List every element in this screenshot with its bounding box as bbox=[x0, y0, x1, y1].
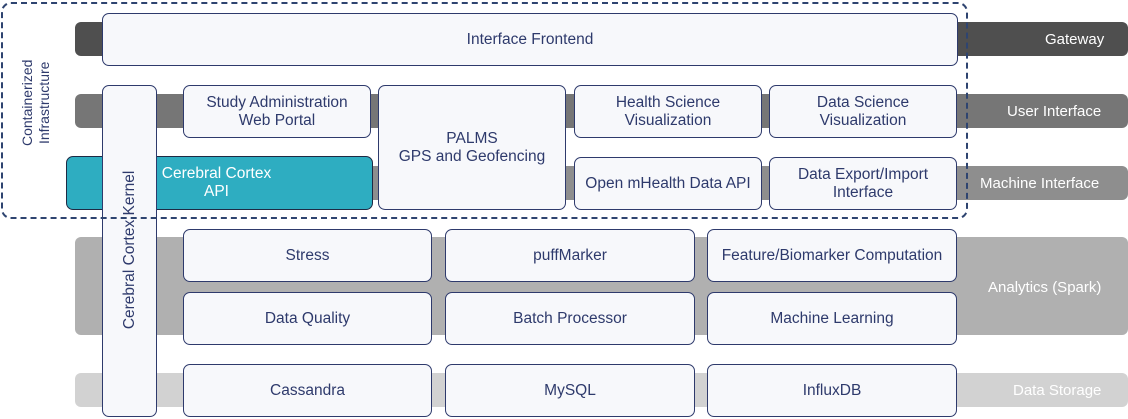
open-mhealth-data-api-text: Open mHealth Data API bbox=[585, 174, 751, 192]
health-science-visualization-box: Health Science Visualization bbox=[574, 85, 762, 138]
data-quality-box: Data Quality bbox=[183, 292, 432, 345]
study-administration-web-portal-box: Study Administration Web Portal bbox=[183, 85, 371, 138]
machine-learning-text: Machine Learning bbox=[770, 309, 894, 327]
containerized-infrastructure-label: Containerized Infrastructure bbox=[19, 43, 53, 163]
interface-frontend-text: Interface Frontend bbox=[466, 30, 594, 48]
cerebral-cortex-kernel-box: Cerebral Cortex Kernel bbox=[102, 85, 157, 417]
batch-processor-box: Batch Processor bbox=[445, 292, 695, 345]
cerebral-cortex-api-text: Cerebral Cortex API bbox=[161, 165, 272, 200]
cassandra-box: Cassandra bbox=[183, 364, 432, 417]
palms-gps-geofencing-text: PALMS GPS and Geofencing bbox=[398, 129, 546, 165]
containerized-label-line2: Infrastructure bbox=[36, 61, 52, 145]
cassandra-text: Cassandra bbox=[270, 381, 345, 399]
influxdb-box: InfluxDB bbox=[707, 364, 957, 417]
puffmarker-box: puffMarker bbox=[445, 229, 695, 282]
data-quality-text: Data Quality bbox=[264, 309, 351, 327]
influxdb-text: InfluxDB bbox=[802, 381, 862, 399]
data-export-import-interface-box: Data Export/Import Interface bbox=[769, 157, 957, 210]
mysql-text: MySQL bbox=[544, 381, 596, 399]
machine-interface-layer-label: Machine Interface bbox=[980, 175, 1100, 192]
gateway-layer-label: Gateway bbox=[1045, 31, 1105, 48]
stress-box: Stress bbox=[183, 229, 432, 282]
puffmarker-text: puffMarker bbox=[533, 246, 607, 264]
interface-frontend-box: Interface Frontend bbox=[102, 13, 958, 66]
data-export-import-interface-text: Data Export/Import Interface bbox=[797, 165, 929, 201]
machine-learning-box: Machine Learning bbox=[707, 292, 957, 345]
open-mhealth-data-api-box: Open mHealth Data API bbox=[574, 157, 762, 210]
batch-processor-text: Batch Processor bbox=[513, 309, 627, 327]
feature-biomarker-computation-box: Feature/Biomarker Computation bbox=[707, 229, 957, 282]
containerized-infrastructure-boundary bbox=[1, 2, 968, 219]
containerized-label-line1: Containerized bbox=[19, 59, 36, 146]
stress-text: Stress bbox=[285, 246, 330, 264]
health-science-visualization-text: Health Science Visualization bbox=[615, 93, 721, 129]
feature-biomarker-computation-text: Feature/Biomarker Computation bbox=[721, 246, 943, 264]
data-science-visualization-box: Data Science Visualization bbox=[769, 85, 957, 138]
analytics-layer-label: Analytics (Spark) bbox=[988, 279, 1102, 296]
data-storage-layer-label: Data Storage bbox=[1013, 382, 1102, 399]
user-interface-layer-label: User Interface bbox=[1007, 103, 1102, 120]
data-science-visualization-text: Data Science Visualization bbox=[816, 93, 910, 129]
study-administration-web-portal-text: Study Administration Web Portal bbox=[206, 93, 348, 129]
palms-gps-geofencing-box: PALMS GPS and Geofencing bbox=[378, 85, 566, 210]
mysql-box: MySQL bbox=[445, 364, 695, 417]
